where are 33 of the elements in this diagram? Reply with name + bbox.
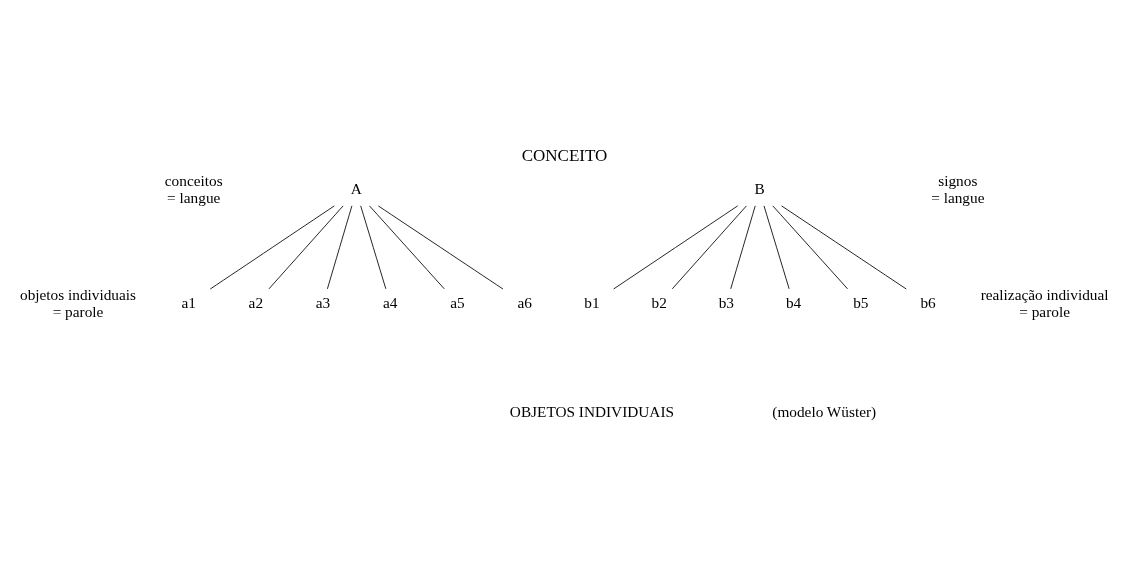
connector — [268, 204, 344, 289]
node-text: b4 — [785, 293, 802, 311]
label: objetos individuais = parole — [20, 285, 137, 320]
node-text: a6 — [517, 293, 532, 311]
label: signos = langue — [931, 171, 985, 206]
node-text: b1 — [584, 293, 600, 311]
connector — [763, 204, 790, 289]
node-text: b2 — [651, 293, 667, 311]
connector — [772, 204, 848, 289]
node-text: a2 — [248, 293, 264, 311]
connector — [781, 204, 907, 289]
node-text: A — [350, 179, 362, 197]
node-text: B — [754, 179, 765, 197]
connector — [209, 204, 335, 289]
node-text: b6 — [920, 293, 936, 311]
node-text: b5 — [853, 293, 869, 311]
label: OBJETOS INDIVIDUAIS — [509, 402, 675, 420]
label: realização individual = parole — [980, 285, 1109, 320]
connector — [326, 204, 353, 289]
connector — [730, 204, 756, 289]
connector — [671, 204, 747, 289]
node-text: b3 — [718, 293, 735, 311]
node-text: a1 — [181, 293, 196, 311]
connector — [369, 204, 445, 289]
connector — [377, 204, 504, 289]
node-text: a4 — [383, 293, 398, 311]
connector — [360, 204, 387, 289]
node-text: a3 — [315, 293, 331, 311]
label: (modelo Wüster) — [772, 402, 877, 420]
diagram-title: CONCEITO — [521, 145, 608, 165]
label: conceitos = langue — [164, 171, 223, 206]
node-text: a5 — [450, 293, 465, 311]
connector — [613, 204, 739, 289]
